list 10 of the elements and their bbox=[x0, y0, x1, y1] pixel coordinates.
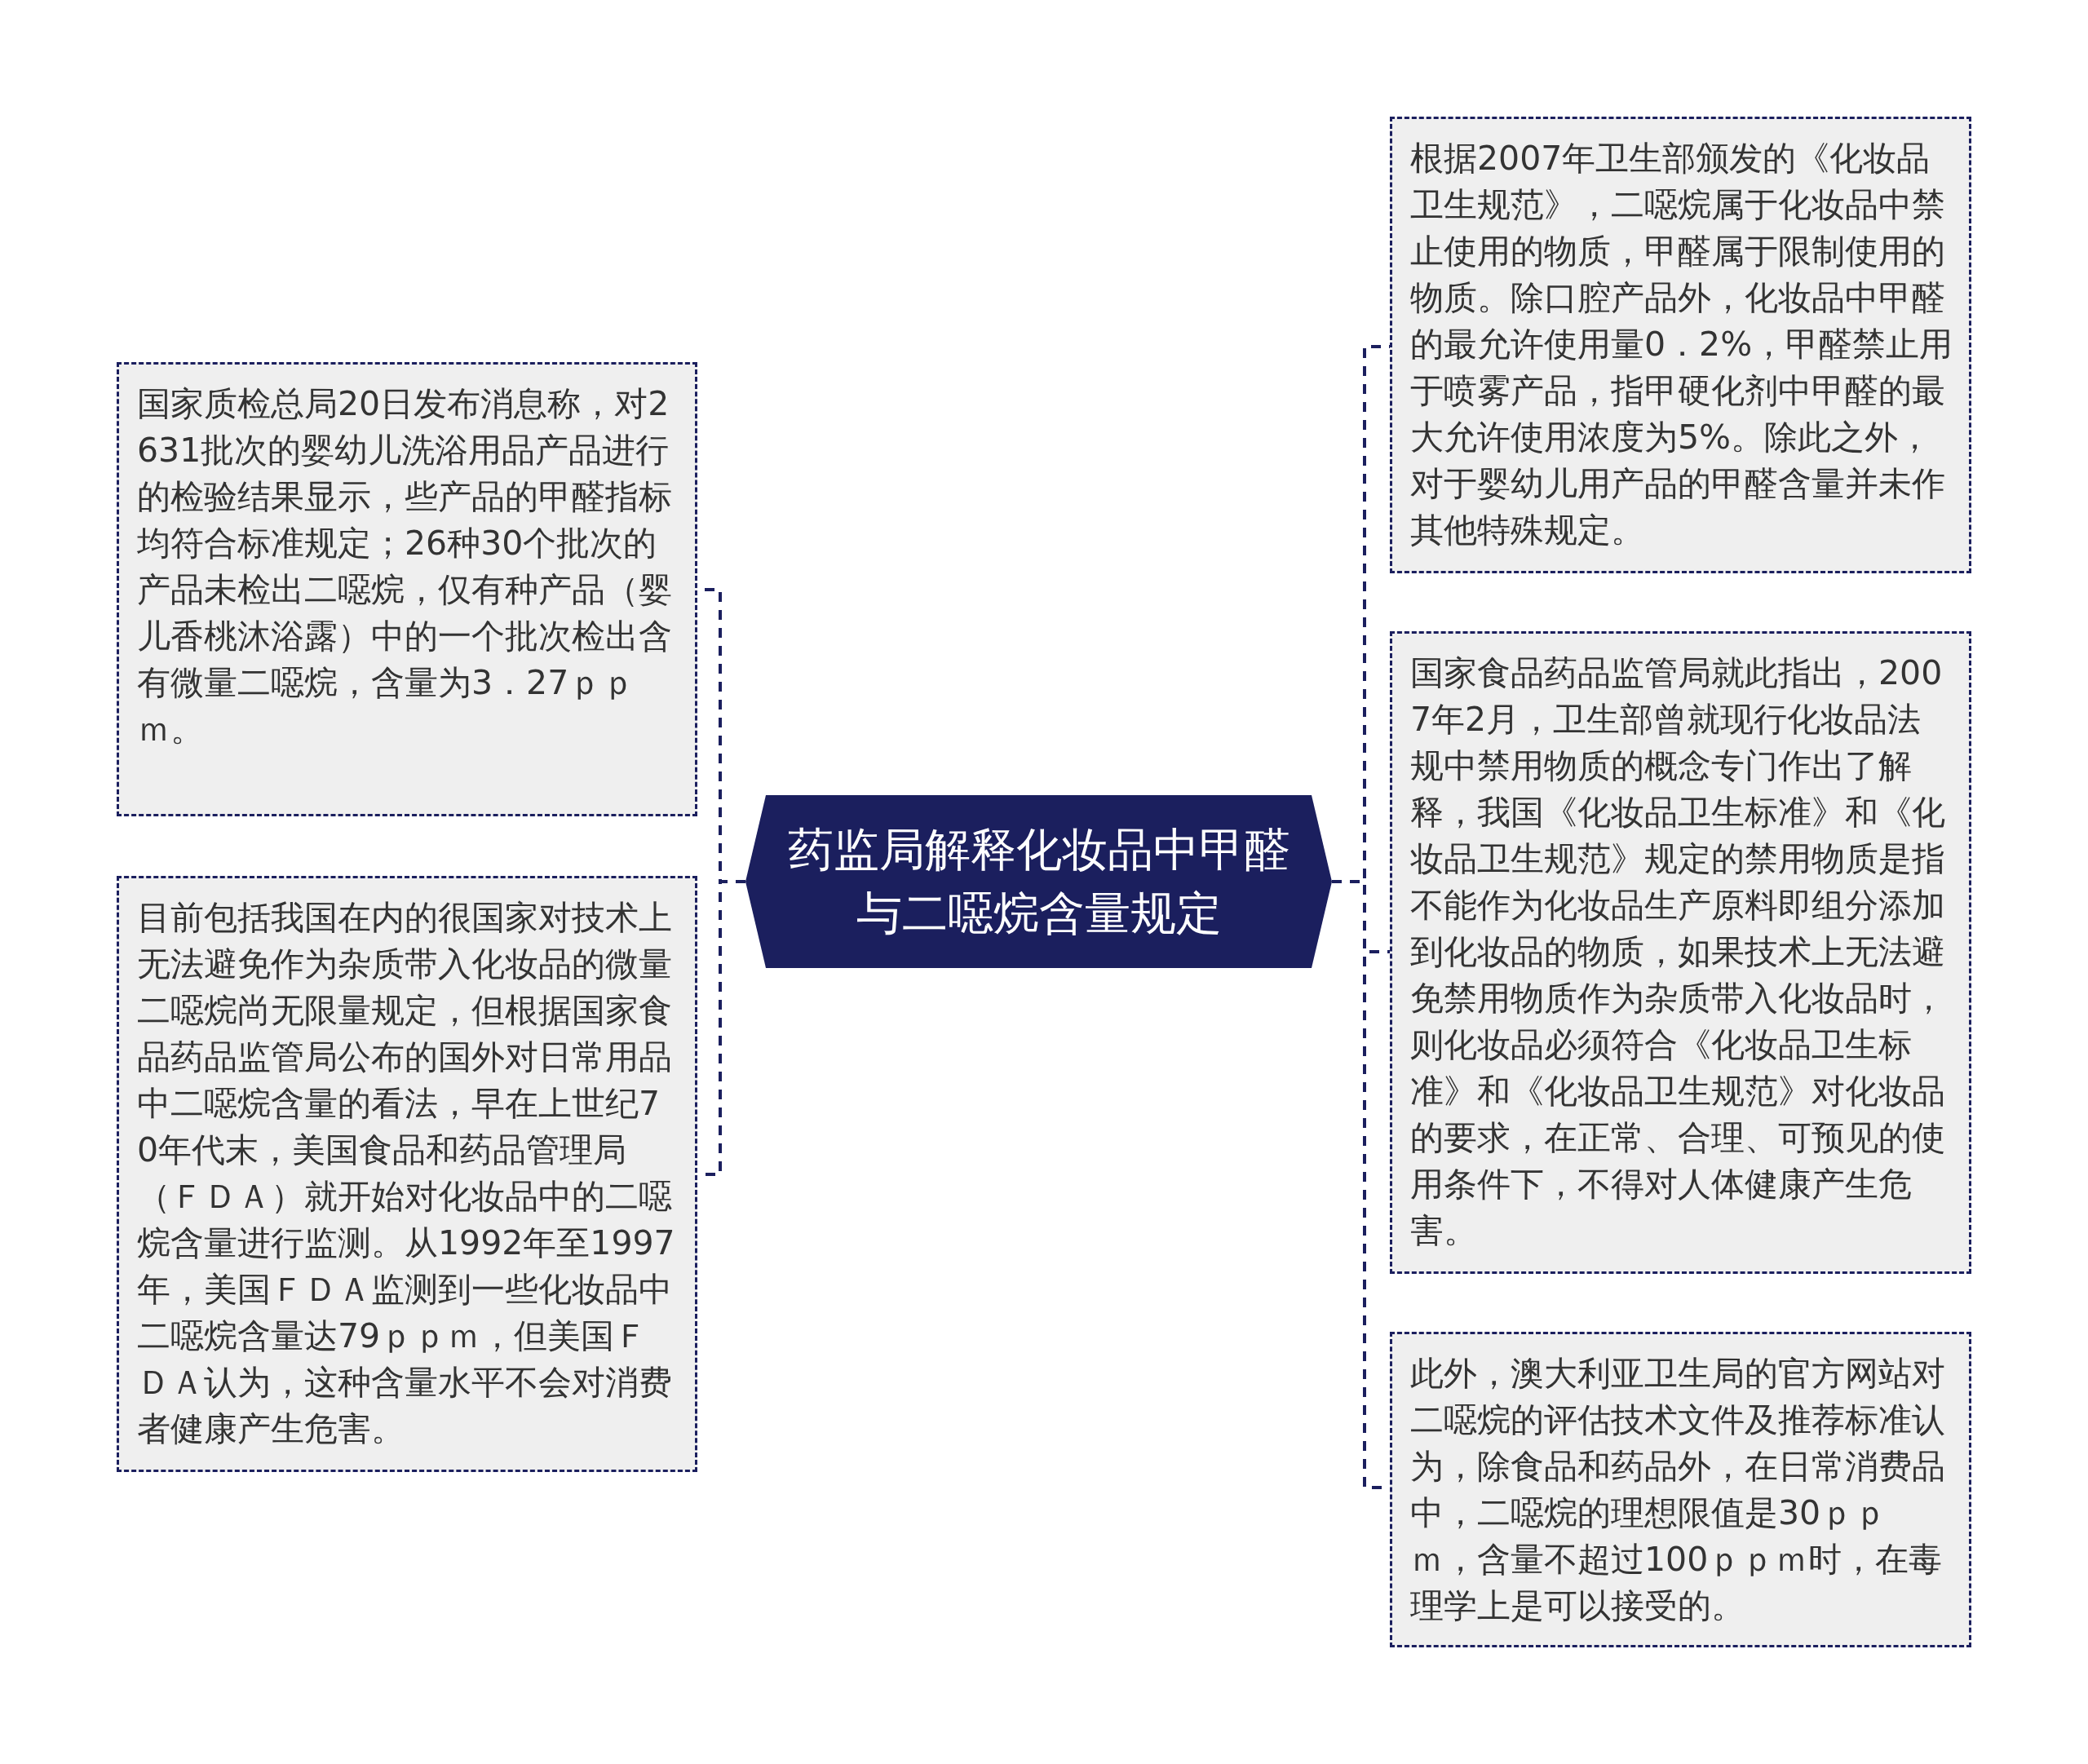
note-card bbox=[1390, 1332, 1971, 1647]
central-topic-hexagon bbox=[745, 795, 1332, 968]
note-card bbox=[117, 362, 697, 816]
note-text: 国家质检总局20日发布消息称，对2631批次的婴幼儿洗浴用品产品进行的检验结果显示，些产品的甲醛指标均符合标准规定；26种30个批次的产品未检出二噁烷，仅有种产品（婴儿香桃沐浴露）中的一个批次检出含有微量二噁烷，含量为3．27ｐｐｍ。 bbox=[137, 383, 673, 750]
note-text: 国家食品药品监管局就此指出，2007年2月，卫生部曾就现行化妆品法规中禁用物质的概念专门作出了解释，我国《化妆品卫生标准》和《化妆品卫生规范》规定的禁用物质是指不能作为化妆品生产原料即组分添加到化妆品的物质，如果技术上无法避免禁用物质作为杂质带入化妆品时，则化妆品必须符合《化妆品卫生标准》和《化妆品卫生规范》对化妆品的要求，在正常、合理、可预见的使用条件下，不得对人体健康产生危害。 bbox=[1410, 652, 1946, 1252]
note-text: 根据2007年卫生部颁发的《化妆品卫生规范》，二噁烷属于化妆品中禁止使用的物质，甲醛属于限制使用的物质。除口腔产品外，化妆品中甲醛的最允许使用量0．2%，甲醛禁止用于喷雾产品，指甲硬化剂中甲醛的最大允许使用浓度为5%。除此之外，对于婴幼儿用产品的甲醛含量并未作其他特殊规定。 bbox=[1410, 138, 1954, 551]
note-text: 此外，澳大利亚卫生局的官方网站对二噁烷的评估技术文件及推荐标准认为，除食品和药品外，在日常消费品中，二噁烷的理想限值是30ｐｐｍ，含量不超过100ｐｐｍ时，在毒理学上是可以接受的。 bbox=[1410, 1353, 1946, 1627]
topic-title: 药监局解释化妆品中甲醛与二噁烷含量规定 bbox=[786, 822, 1291, 941]
note-text: 目前包括我国在内的很国家对技术上无法避免作为杂质带入化妆品的微量二噁烷尚无限量规定，但根据国家食品药品监管局公布的国外对日常用品中二噁烷含量的看法，早在上世纪70年代末，美国食品和药品管理局（ＦＤＡ）就开始对化妆品中的二噁烷含量进行监测。从1992年至1997年，美国ＦＤＡ监测到一些化妆品中二噁烷含量达79ｐｐｍ，但美国ＦＤＡ认为，这种含量水平不会对消费者健康产生危害。 bbox=[137, 897, 676, 1450]
note-card bbox=[1390, 117, 1971, 573]
